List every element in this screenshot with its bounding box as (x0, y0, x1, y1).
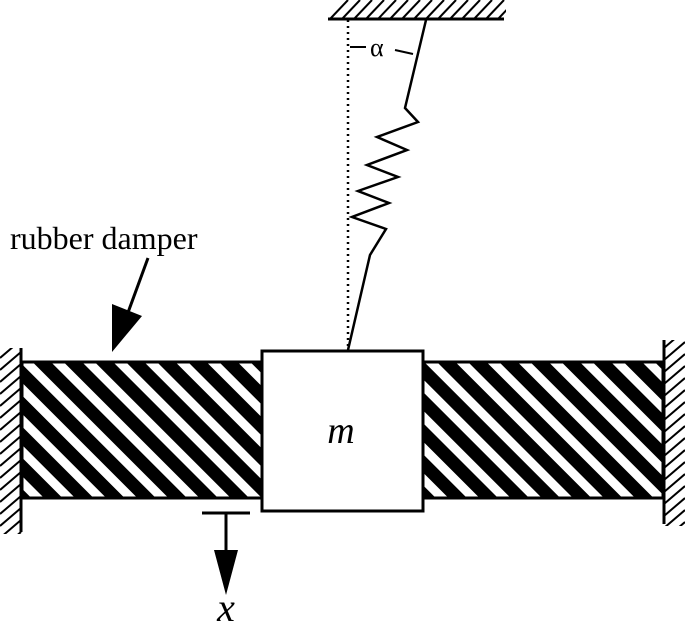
hatch-mark (0, 435, 22, 455)
hatch-mark (0, 348, 14, 359)
hatch-mark (0, 363, 22, 383)
hatch-mark (0, 471, 22, 491)
hatch-mark (377, 0, 397, 20)
hatch-mark (0, 411, 22, 431)
damper-label: rubber damper (10, 220, 198, 256)
hatch-mark (401, 0, 421, 20)
hatch-mark (0, 387, 22, 407)
hatch-mark (3, 519, 22, 534)
hatch-mark (663, 473, 685, 493)
angle-indicator: α (350, 33, 414, 62)
hatch-mark (461, 0, 481, 20)
ceiling-support (328, 0, 528, 21)
right-wall (662, 340, 685, 552)
hatch-mark (0, 495, 22, 515)
hatch-mark (664, 509, 685, 526)
hatch-mark (413, 0, 433, 20)
hatch-mark (341, 0, 361, 20)
hatch-mark (425, 0, 445, 20)
hatch-mark (473, 0, 493, 20)
hatch-mark (663, 461, 685, 481)
hatch-mark (365, 0, 385, 20)
hatch-mark (663, 340, 675, 349)
hatch-mark (663, 341, 685, 361)
hatch-mark (0, 507, 22, 527)
hatch-mark (0, 447, 22, 467)
displacement-arrow (202, 511, 250, 595)
hatch-mark (663, 437, 685, 457)
left-wall (0, 348, 23, 534)
hatch-mark (663, 425, 685, 445)
left-rubber-damper (20, 360, 264, 500)
hatch-mark (0, 423, 22, 443)
hatch-mark (664, 534, 685, 552)
hatch-mark (663, 497, 685, 517)
hatch-mark (389, 0, 409, 20)
hatch-mark (353, 0, 373, 20)
hatch-mark (329, 0, 349, 20)
hatch-mark (663, 365, 685, 385)
hatch-mark (663, 485, 685, 505)
hatch-mark (0, 483, 22, 503)
right-rubber-damper (421, 360, 665, 500)
hatch-mark (663, 413, 685, 433)
mass-block (260, 349, 425, 513)
mass-label: m (327, 410, 354, 452)
hatch-mark (678, 521, 685, 526)
hatch-mark (485, 0, 505, 20)
hatch-mark (0, 459, 22, 479)
angle-label: α (370, 33, 384, 62)
hatch-mark (663, 449, 685, 469)
hatch-mark (663, 353, 685, 373)
hatch-mark (0, 351, 22, 371)
spring (346, 19, 428, 351)
hatch-mark (663, 377, 685, 397)
displacement-label: x (216, 585, 235, 628)
hatch-mark (510, 0, 528, 19)
damper-pointer-arrow (112, 257, 150, 352)
hatch-mark (449, 0, 469, 20)
hatch-mark (663, 401, 685, 421)
hatch-mark (0, 399, 22, 419)
hatch-mark (663, 389, 685, 409)
hatch-mark (17, 531, 22, 534)
hatch-mark (0, 375, 22, 395)
hatch-mark (437, 0, 457, 20)
hatch-mark (497, 9, 506, 20)
